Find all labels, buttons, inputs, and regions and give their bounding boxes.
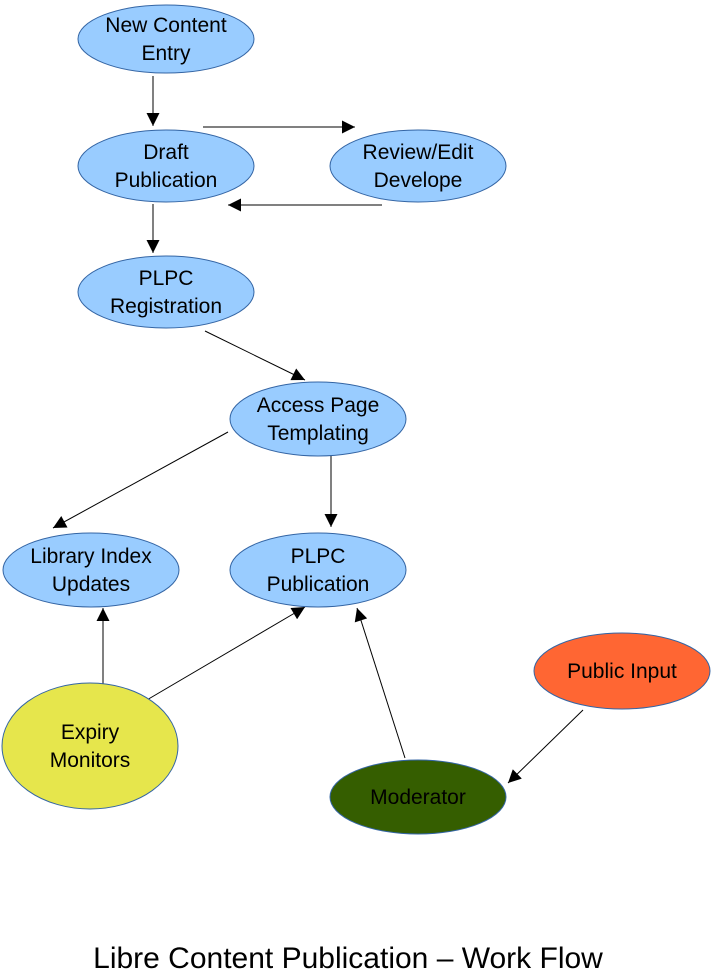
diagram-title: Libre Content Publication – Work Flow <box>93 942 603 972</box>
node-label-review-edit-develope-line-2: Develope <box>374 169 463 192</box>
node-shape-access-page-templating <box>229 381 407 457</box>
node-label-new-content-entry-line-1: New Content <box>105 14 227 37</box>
node-label-plpc-registration-line-2: Registration <box>110 295 222 318</box>
node-shape-draft-publication <box>77 129 255 203</box>
edges-layer <box>52 76 584 784</box>
node-label-expiry-monitors-line-1: Expiry <box>61 721 120 744</box>
node-moderator: Moderator <box>329 759 507 835</box>
edge-expiry-monitors-to-plpc-publication <box>139 606 306 705</box>
node-label-plpc-publication-line-2: Publication <box>267 573 370 596</box>
node-label-plpc-registration-line-1: PLPC <box>139 267 194 290</box>
node-public-input: Public Input <box>533 632 711 710</box>
edge-plpc-registration-to-access-page-templating <box>204 330 306 381</box>
node-label-library-index-updates-line-1: Library Index <box>30 545 152 568</box>
node-shape-new-content-entry <box>77 4 255 74</box>
node-shape-plpc-publication <box>229 532 407 608</box>
node-shape-moderator <box>329 759 507 835</box>
node-shape-review-edit-develope <box>329 129 507 203</box>
node-plpc-publication: PLPC Publication <box>229 532 407 608</box>
node-label-expiry-monitors-line-2: Monitors <box>50 749 131 772</box>
node-label-plpc-publication-line-1: PLPC <box>291 545 346 568</box>
node-shape-public-input <box>533 632 711 710</box>
node-label-library-index-updates-line-2: Updates <box>52 573 130 596</box>
node-shape-plpc-registration <box>77 255 255 329</box>
node-label-access-page-templating-line-1: Access Page <box>257 394 380 417</box>
node-label-access-page-templating-line-2: Templating <box>267 422 369 445</box>
node-label-moderator-line-1: Moderator <box>370 786 466 809</box>
node-label-public-input-line-1: Public Input <box>567 660 677 683</box>
edge-moderator-to-plpc-publication <box>354 607 406 759</box>
node-label-review-edit-develope-line-1: Review/Edit <box>363 141 474 164</box>
node-label-new-content-entry-line-2: Entry <box>141 42 191 65</box>
node-label-draft-publication-line-2: Publication <box>115 169 218 192</box>
node-shape-library-index-updates <box>2 532 180 608</box>
node-shape-expiry-monitors <box>1 682 179 810</box>
node-label-draft-publication-line-1: Draft <box>143 141 189 164</box>
node-plpc-registration: PLPC Registration <box>77 255 255 329</box>
edge-public-input-to-moderator <box>507 709 584 784</box>
edge-access-page-templating-to-library-index-updates <box>52 431 229 529</box>
